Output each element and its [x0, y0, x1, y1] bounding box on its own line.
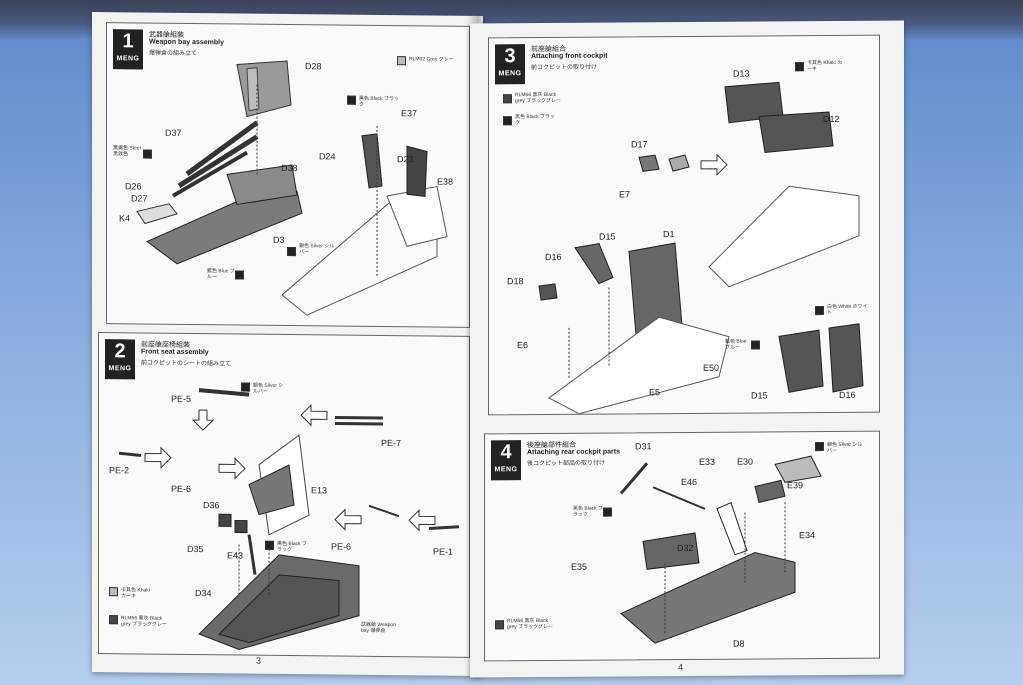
part-label: D8	[733, 638, 745, 649]
paint-callout: 黑色 Black ブラック	[573, 505, 604, 518]
part-label: D38	[281, 162, 298, 174]
paint-callout: RLM66 黑灰 Black grey ブラックグレー	[507, 617, 553, 631]
part-label: PE-1	[433, 546, 454, 557]
part-label: E30	[737, 456, 754, 467]
part-label: E6	[517, 340, 529, 351]
part-label: E39	[787, 480, 804, 491]
part-label: E13	[311, 485, 328, 496]
part-label: D35	[187, 543, 204, 555]
part-label: E7	[619, 189, 631, 200]
paint-swatch	[603, 507, 612, 517]
paint-callout: RLM66 黑灰 Black grey ブラックグレー	[121, 615, 167, 628]
part-label: E33	[699, 456, 716, 467]
part-label: E37	[401, 108, 418, 119]
part-label: E34	[799, 530, 816, 541]
paint-swatch	[109, 587, 118, 597]
part-label: D15	[751, 390, 768, 401]
part-label: D17	[631, 139, 648, 150]
part-label: D27	[131, 193, 148, 204]
part-label: D26	[125, 181, 142, 192]
part-label: D36	[203, 500, 220, 511]
paint-swatch	[397, 56, 406, 66]
paint-swatch	[143, 149, 152, 159]
part-label: D16	[839, 389, 856, 400]
paint-callout: RLM02 Grey グレー	[409, 56, 454, 63]
part-label: E46	[681, 476, 698, 488]
part-label: D3	[273, 234, 285, 245]
part-label: D34	[195, 588, 212, 599]
right-page: 3 MENG 前座艙組合 Attaching front cockpit 前コク…	[470, 20, 904, 678]
paint-swatch	[347, 95, 356, 105]
paint-swatch	[241, 382, 250, 392]
left-page: 1 MENG 武器艙組裝 Weapon bay assembly 爆弾倉の組み立…	[92, 11, 483, 677]
paint-swatch	[815, 306, 824, 316]
paint-callout: 白色 White ホワイト	[827, 303, 868, 317]
paint-callout: 黑色 Black ブラック	[359, 95, 400, 108]
part-label: K4	[119, 213, 131, 224]
part-label: PE-5	[171, 393, 192, 404]
paint-swatch	[495, 620, 504, 630]
part-label: D32	[677, 542, 694, 554]
part-label: D28	[305, 61, 322, 72]
part-label: PE-6	[331, 541, 352, 552]
step-1-panel: 1 MENG 武器艙組裝 Weapon bay assembly 爆弾倉の組み立…	[106, 22, 470, 328]
paint-callout: 卡其色 Khaki カーキ	[807, 59, 843, 73]
paint-callout: 黑色 Black ブラック	[277, 540, 308, 554]
step-4-panel: 4 MENG 後座艙部件組合 Attaching rear cockpit pa…	[484, 430, 880, 662]
part-label: E35	[571, 561, 588, 572]
part-label: PE-7	[381, 437, 402, 449]
paint-swatch	[287, 246, 296, 257]
part-label: D31	[635, 441, 652, 452]
paint-swatch	[109, 615, 118, 625]
part-label: D16	[545, 251, 562, 262]
paint-callout: 黑色 Black ブラック	[515, 113, 556, 127]
part-label: D1	[663, 229, 675, 240]
paint-callout: 藍色 Blue ブルー	[725, 338, 747, 351]
part-label: D18	[507, 276, 524, 287]
part-label: PE-2	[109, 465, 130, 476]
paint-swatch	[751, 340, 760, 350]
step-2-panel: 2 MENG 前座艙座椅組裝 Front seat assembly 前コクピッ…	[98, 332, 470, 658]
weapon-bay-caption: 武器艙 Weapon bay 爆弾倉	[361, 621, 396, 635]
part-label: D23	[397, 154, 414, 165]
paint-callout: 銀色 Silver シルバー	[827, 441, 863, 455]
paint-callout: 藍色 Blue ブルー	[207, 268, 235, 281]
part-label: E38	[437, 176, 454, 187]
rear-cockpit-drawing	[619, 455, 822, 644]
paint-callout: RLM66 黑灰 Black grey ブラックグレー	[515, 91, 561, 105]
part-label: E5	[649, 387, 661, 398]
paint-callout: 銀色 Silver シルバー	[253, 382, 284, 395]
paint-callout: 卡其色 Khaki カーキ	[121, 587, 150, 600]
part-label: D12	[823, 113, 840, 125]
part-label: D13	[733, 68, 750, 79]
part-label: E43	[227, 550, 244, 561]
paint-swatch	[235, 270, 244, 280]
weapon-bay-drawing	[136, 60, 448, 316]
paint-callout: 黑鐵色 Steel 黒鉄色	[113, 145, 141, 158]
part-label: PE-6	[171, 483, 192, 494]
page-number-right: 4	[678, 662, 684, 673]
seat-drawing	[118, 388, 460, 651]
paint-swatch	[503, 116, 512, 126]
paint-swatch	[265, 540, 274, 550]
part-label: D15	[599, 231, 616, 242]
front-cockpit-drawing	[538, 81, 864, 415]
step-3-panel: 3 MENG 前座艙組合 Attaching front cockpit 前コク…	[488, 34, 880, 416]
paint-swatch	[815, 442, 824, 452]
part-label: E50	[703, 362, 720, 373]
paint-swatch	[503, 94, 512, 104]
part-label: D37	[165, 127, 182, 138]
page-number-left: 3	[256, 655, 262, 666]
paint-callout: 銀色 Silver シルバー	[299, 243, 335, 256]
part-label: D24	[319, 151, 336, 162]
paint-swatch	[795, 62, 804, 72]
